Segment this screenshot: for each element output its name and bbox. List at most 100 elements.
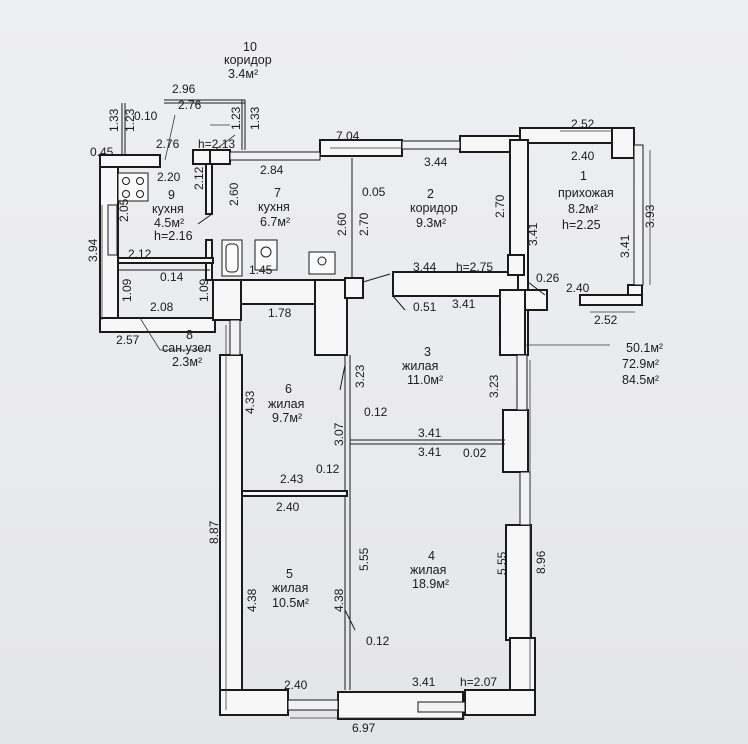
wall-bottom-right xyxy=(464,689,536,716)
dim-label: 1.33 xyxy=(248,106,262,130)
bathtub-inner-icon xyxy=(225,243,239,273)
partition-6-5 xyxy=(241,490,348,497)
total-area-2: 72.9м² xyxy=(622,357,659,371)
wall-annex-top xyxy=(99,154,161,168)
dim-label: 0.05 xyxy=(362,185,386,199)
wall-right-mid xyxy=(505,524,532,641)
wall-vestibule-corner xyxy=(611,127,635,159)
sink-bowl-icon xyxy=(260,246,272,258)
dim-label: 2.76 xyxy=(178,98,202,112)
room8-number: 8 xyxy=(186,328,193,342)
dim-label: 0.12 xyxy=(364,405,388,419)
door-entry xyxy=(527,281,546,296)
room6-area: 9.7м² xyxy=(272,411,302,425)
dim-label: 3.93 xyxy=(643,204,657,228)
room9-height: h=2.16 xyxy=(154,229,193,243)
stove-icon xyxy=(117,172,149,202)
partition-9-8 xyxy=(117,257,214,264)
sink-icon xyxy=(254,239,278,271)
dim-label: 3.44 xyxy=(424,155,448,169)
room9-name: кухня xyxy=(152,202,184,216)
dim-label: 0.51 xyxy=(413,300,437,314)
dim-label: 0.12 xyxy=(366,634,390,648)
doors xyxy=(197,213,546,631)
dim-label: 2.40 xyxy=(276,500,300,514)
dim-label: 2.70 xyxy=(493,194,507,218)
dim-label: 5.55 xyxy=(357,547,371,571)
room-labels: 10 коридор 3.4м² 9 кухня 4.5м² h=2.16 7 … xyxy=(152,40,663,610)
room3-name: жилая xyxy=(402,359,438,373)
room8-name: сан.узел xyxy=(162,341,211,355)
dim-label: 3.41 xyxy=(418,445,442,459)
room5-name: жилая xyxy=(272,581,308,595)
dim-label: 5.55 xyxy=(495,551,509,575)
wall-corridor-bottom-right xyxy=(392,271,519,297)
annex10-diag xyxy=(164,114,176,161)
wall-vestibule-bottom xyxy=(579,294,643,306)
windows xyxy=(107,140,644,713)
burner-icon xyxy=(136,177,144,185)
dim-label: 2.40 xyxy=(284,678,308,692)
room10-number: 10 xyxy=(243,40,257,54)
dim-label: 2.70 xyxy=(357,212,371,236)
room2-area: 9.3м² xyxy=(416,216,446,230)
dim-label: 3.23 xyxy=(487,374,501,398)
dim-label: 2.08 xyxy=(150,300,174,314)
room4-area: 18.9м² xyxy=(412,577,449,591)
total-area-3: 84.5м² xyxy=(622,373,659,387)
room9-area: 4.5м² xyxy=(154,216,184,230)
dim-label: 2.96 xyxy=(172,82,196,96)
dim-label: 1.78 xyxy=(268,306,292,320)
dim-label: 8.87 xyxy=(207,520,221,544)
partition-9-7 xyxy=(205,163,213,215)
dim-label: 2.20 xyxy=(157,170,181,184)
window-room7 xyxy=(229,151,321,161)
dim-label: 3.41 xyxy=(526,222,540,246)
wall-stub-026 xyxy=(524,289,548,311)
room2-name: коридор xyxy=(410,201,458,215)
room6-name: жилая xyxy=(268,397,304,411)
window-room2 xyxy=(401,140,461,150)
dim-label: 8.96 xyxy=(534,550,548,574)
dim-label: 0.14 xyxy=(160,270,184,284)
dim-label: 2.76 xyxy=(156,137,180,151)
heater-dial-icon xyxy=(317,256,327,266)
heater-icon xyxy=(308,251,336,275)
dim-label: 3.44 xyxy=(413,260,437,274)
dim-label: 1.09 xyxy=(197,278,211,302)
room1-height: h=2.25 xyxy=(562,218,601,232)
room5-area: 10.5м² xyxy=(272,596,309,610)
door-3 xyxy=(392,295,406,311)
room7-area: 6.7м² xyxy=(260,215,290,229)
window-room3 xyxy=(516,354,528,411)
dim-label: 3.41 xyxy=(412,675,436,689)
wall-corridor-right-stub xyxy=(507,254,525,276)
window-room4-bottom xyxy=(417,701,466,713)
dim-label: 2.43 xyxy=(280,472,304,486)
dim-label: 3.41 xyxy=(452,297,476,311)
fixtures xyxy=(117,172,336,277)
dim-label: 0.02 xyxy=(463,446,487,460)
room3-area: 11.0м² xyxy=(407,373,443,387)
room10-name: коридор xyxy=(224,53,272,67)
wall-annex-bottom xyxy=(99,317,216,333)
dim-label: 2.60 xyxy=(227,182,241,206)
burner-icon xyxy=(136,190,144,198)
wall-pillar xyxy=(314,279,348,356)
dim-label: h=2.13 xyxy=(198,137,235,151)
dim-label: 2.12 xyxy=(192,166,206,190)
door-6 xyxy=(339,364,346,391)
dim-label: 2.12 xyxy=(128,247,152,261)
dim-label: 2.57 xyxy=(116,333,140,347)
dim-label: 3.23 xyxy=(353,364,367,388)
wall-bottom-left xyxy=(219,689,289,716)
dim-label: h=2.75 xyxy=(456,260,493,274)
dim-label: 0.45 xyxy=(90,145,114,159)
dim-label: 1.33 xyxy=(107,108,121,132)
room5-number: 5 xyxy=(286,567,293,581)
room4-number: 4 xyxy=(428,549,435,563)
dim-label: 6.97 xyxy=(352,721,376,735)
dim-label: 0.10 xyxy=(134,109,158,123)
